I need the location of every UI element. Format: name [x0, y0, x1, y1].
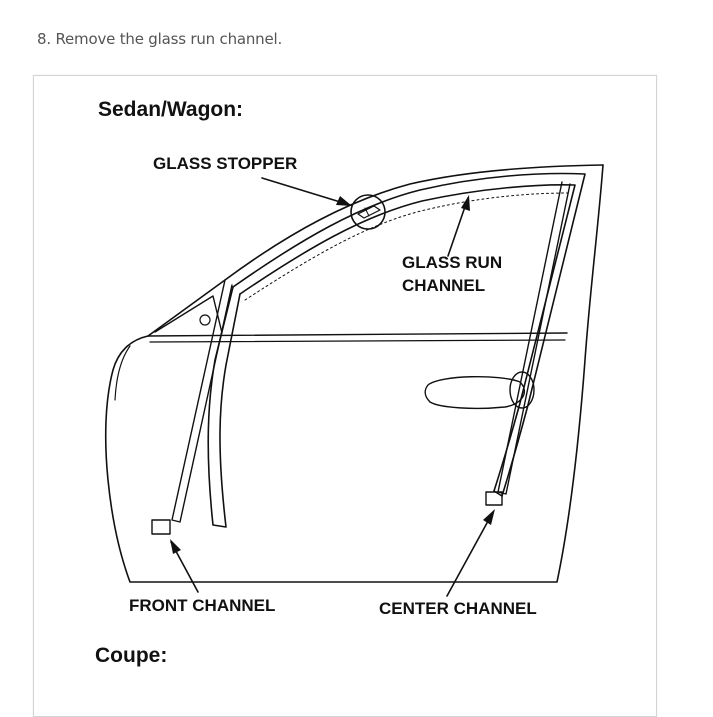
section-title-sedan-wagon: Sedan/Wagon:	[98, 98, 244, 121]
front-channel-strip	[171, 279, 233, 523]
door-handle	[424, 376, 525, 410]
arrowhead-front-channel	[170, 539, 181, 554]
arrowhead-center-channel	[483, 509, 495, 525]
figure-frame	[33, 75, 657, 717]
glass-stopper-detail-2	[364, 207, 370, 217]
glass-stopper-detail	[357, 205, 381, 219]
glass-run-channel-edge	[244, 192, 569, 301]
center-channel-strip	[497, 181, 571, 495]
door-sash-outer	[147, 164, 604, 337]
label-center-channel: CENTER CHANNEL	[379, 599, 537, 618]
belt-line	[147, 332, 568, 337]
front-glass-run-leg	[207, 286, 241, 528]
label-glass-run-channel: GLASS RUN CHANNEL	[402, 251, 502, 297]
mirror-bolt-hole	[199, 314, 211, 326]
label-glass-run-channel-line2: CHANNEL	[402, 276, 486, 295]
glass-run-channel-outer	[232, 172, 586, 497]
glass-stopper-circle	[350, 194, 386, 230]
arrow-glass-stopper-line	[261, 177, 351, 206]
step-instruction: 8. Remove the glass run channel.	[37, 30, 283, 48]
front-channel-bracket	[151, 519, 171, 535]
center-channel-bracket	[485, 491, 503, 506]
door-diagram	[104, 164, 604, 597]
arrow-center-channel-line	[446, 511, 494, 597]
handle-detail-circle	[509, 371, 535, 409]
arrowhead-glass-stopper	[336, 196, 352, 206]
glass-run-channel-inner	[239, 184, 576, 492]
mirror-triangle	[154, 295, 223, 334]
section-title-coupe: Coupe:	[95, 644, 168, 667]
door-front-edge	[114, 345, 131, 401]
arrowhead-glass-run-channel	[461, 195, 470, 211]
door-outline	[104, 164, 604, 583]
label-glass-run-channel-line1: GLASS RUN	[402, 253, 503, 272]
label-front-channel: FRONT CHANNEL	[129, 596, 276, 615]
label-glass-stopper: GLASS STOPPER	[153, 154, 298, 173]
